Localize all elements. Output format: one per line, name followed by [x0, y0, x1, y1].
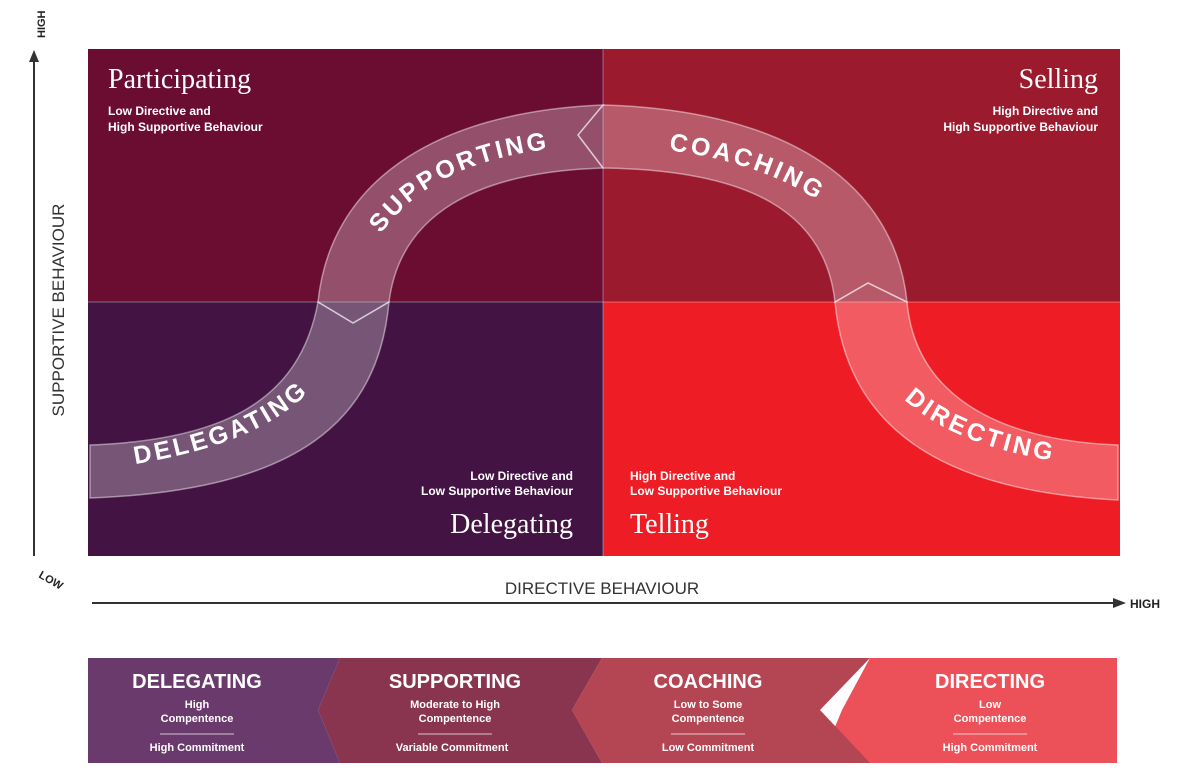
- telling-desc-line2: Low Supportive Behaviour: [630, 484, 782, 498]
- origin-low-label: LOW: [37, 569, 66, 593]
- quadrant-grid: [88, 49, 1120, 556]
- bar-directing-comp2: Compentence: [954, 713, 1027, 725]
- bar-directing-commit: High Commitment: [943, 742, 1038, 754]
- participating-desc-line2: High Supportive Behaviour: [108, 120, 263, 134]
- selling-desc-line2: High Supportive Behaviour: [943, 120, 1098, 134]
- bar-coaching-comp1: Low to Some: [674, 699, 742, 711]
- selling-desc-line1: High Directive and: [993, 104, 1098, 118]
- delegating-desc-line1: Low Directive and: [470, 469, 573, 483]
- bar-coaching-comp2: Compentence: [672, 713, 745, 725]
- right-arrow-icon: [1113, 598, 1126, 608]
- bar-segment-supporting: [318, 658, 602, 763]
- bar-supporting-commit: Variable Commitment: [396, 742, 509, 754]
- telling-title: Telling: [630, 509, 709, 540]
- quadrant-selling: [603, 49, 1120, 302]
- delegating-desc-line2: Low Supportive Behaviour: [421, 484, 573, 498]
- x-axis-label: DIRECTIVE BEHAVIOUR: [505, 579, 699, 598]
- bar-supporting-comp2: Compentence: [419, 713, 492, 725]
- bar-segment-delegating: [88, 658, 340, 763]
- curve-segment-supporting: [317, 104, 605, 324]
- bar-directing-comp1: Low: [979, 699, 1001, 711]
- up-arrow-icon: [29, 50, 39, 62]
- bar-supporting-comp1: Moderate to High: [410, 699, 500, 711]
- development-level-bar: DELEGATING High Compentence High Commitm…: [88, 658, 1117, 763]
- bar-delegating-comp2: Compentence: [161, 713, 234, 725]
- bar-segment-coaching: [572, 658, 870, 763]
- participating-desc-line1: Low Directive and: [108, 104, 211, 118]
- bar-delegating-comp1: High: [185, 699, 210, 711]
- quadrant-texts: Participating Low Directive and High Sup…: [108, 64, 1098, 540]
- quadrant-delegating: [88, 302, 603, 556]
- quadrant-participating: [88, 49, 603, 302]
- bar-directing-title: DIRECTING: [935, 671, 1045, 693]
- x-axis-high-label: HIGH: [1130, 597, 1160, 611]
- curve-segment-delegating: [89, 300, 390, 499]
- y-axis: HIGH SUPPORTIVE BEHAVIOUR: [29, 10, 68, 556]
- curve-segment-directing: [834, 282, 1119, 501]
- x-axis: HIGH DIRECTIVE BEHAVIOUR LOW: [37, 569, 1161, 611]
- telling-desc-line1: High Directive and: [630, 469, 735, 483]
- quadrant-telling: [603, 302, 1120, 556]
- y-axis-label: SUPPORTIVE BEHAVIOUR: [49, 204, 68, 417]
- delegating-title: Delegating: [450, 509, 573, 540]
- bar-delegating-title: DELEGATING: [132, 671, 262, 693]
- selling-title: Selling: [1019, 64, 1098, 95]
- participating-title: Participating: [108, 64, 251, 95]
- bar-delegating-commit: High Commitment: [150, 742, 245, 754]
- bar-coaching-title: COACHING: [654, 671, 763, 693]
- bar-supporting-title: SUPPORTING: [389, 671, 521, 693]
- y-axis-high-label: HIGH: [36, 10, 48, 38]
- bar-segment-directing: [820, 658, 1117, 763]
- curve-segment-coaching: [577, 104, 908, 304]
- bar-coaching-commit: Low Commitment: [662, 742, 755, 754]
